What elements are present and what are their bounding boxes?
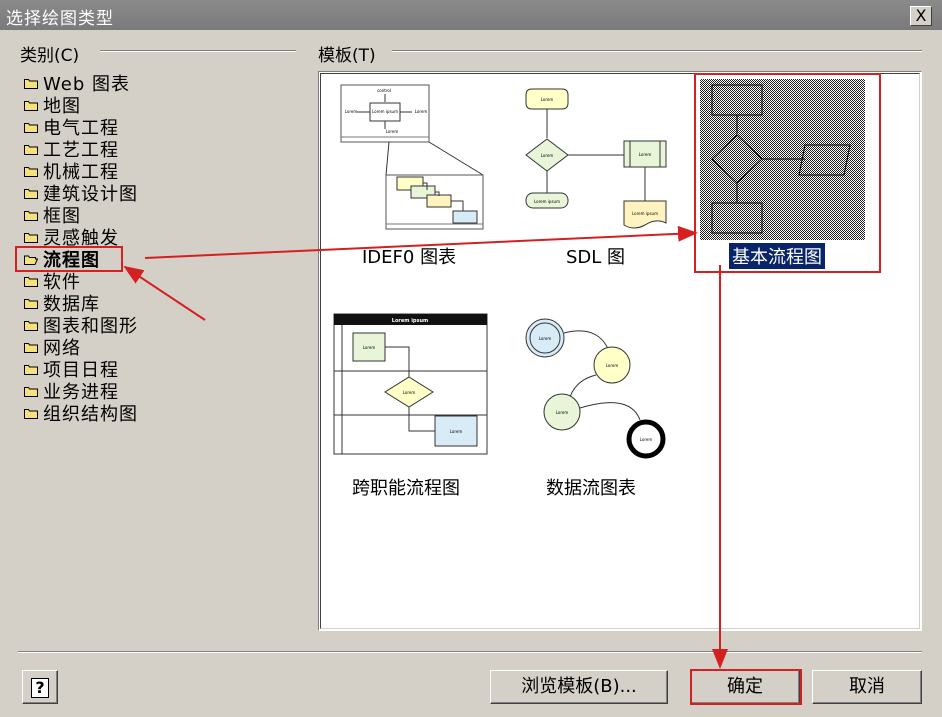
folder-icon [24,386,38,397]
cf-box2-text: Lorem [450,429,463,434]
idef-output-text: Lorem [415,109,428,114]
cancel-button[interactable]: 取消 [812,670,922,704]
annotation-box-basic-flowchart [694,73,881,273]
category-item-label: 数据库 [43,294,100,315]
folder-icon [24,144,38,155]
category-item[interactable]: 工艺工程 [24,138,138,161]
folder-open-icon [24,255,38,265]
folder-icon [24,210,38,221]
template-cross-functional[interactable]: Lorem ipsum Lorem Lorem Lorem [333,313,493,462]
bottom-separator [18,651,922,653]
folder-icon [24,122,38,133]
cf-title-text: Lorem ipsum [392,318,428,324]
annotation-box-flowchart-category [15,246,123,272]
category-item-label: 软件 [43,272,81,293]
idef-input-text: Lorem [345,109,358,114]
category-separator [100,50,296,52]
template-idef0-label: IDEF0 图表 [362,247,457,268]
title-bar: 选择绘图类型 X [0,0,942,30]
category-item-label: 框图 [43,206,81,227]
data-flow-thumbnail: Lorem Lorem Lorem Lorem [525,318,666,459]
df-c4-text: Lorem [640,437,653,442]
template-data-flow-label: 数据流图表 [546,478,636,499]
sdl-thumbnail: Lorem Lorem Lorem Lorem ipsum Lorem ipsu… [525,88,667,229]
category-item-label: Web 图表 [43,74,130,95]
template-separator [392,50,922,52]
folder-icon [24,276,38,287]
template-idef0[interactable]: control Lorem ipsum Lorem Lorem Lorem [337,83,487,237]
df-c1-text: Lorem [539,336,552,341]
folder-icon [24,232,38,243]
category-item[interactable]: 机械工程 [24,160,138,183]
category-tree: Web 图表地图电气工程工艺工程机械工程建筑设计图框图灵感触发流程图软件数据库图… [24,72,138,425]
category-item-label: 电气工程 [43,118,119,139]
basic-flowchart-thumbnail-selected [700,79,865,240]
folder-icon [24,342,38,353]
folder-icon [24,166,38,177]
category-item-label: 图表和图形 [43,316,138,337]
folder-icon [24,100,38,111]
browse-templates-button[interactable]: 浏览模板(B)... [490,670,668,704]
help-icon: ? [31,677,49,698]
idef-mech-text: Lorem [386,129,399,134]
category-item-label: 流程图 [43,250,100,271]
template-basic-flowchart-label: 基本流程图 [728,242,826,270]
cf-decision-text: Lorem [403,390,416,395]
folder-icon [24,364,38,375]
sdl-doc-text: Lorem ipsum [632,211,658,216]
category-item-label: 建筑设计图 [43,184,138,205]
sdl-box-text: Lorem [639,152,652,157]
category-item[interactable]: 数据库 [24,292,138,315]
window-title: 选择绘图类型 [6,9,114,29]
template-data-flow[interactable]: Lorem Lorem Lorem Lorem [522,313,682,467]
cross-functional-thumbnail: Lorem ipsum Lorem Lorem Lorem [333,313,488,455]
template-cross-functional-label: 跨职能流程图 [352,478,460,499]
df-c2-text: Lorem [606,363,619,368]
category-item[interactable]: 流程图 [24,248,138,271]
folder-icon [24,408,38,419]
category-item[interactable]: 组织结构图 [24,402,138,425]
category-item[interactable]: 灵感触发 [24,226,138,249]
close-button[interactable]: X [910,6,932,26]
category-item-label: 工艺工程 [43,140,119,161]
category-item-label: 项目日程 [43,360,119,381]
category-item-label: 业务进程 [43,382,119,403]
category-item[interactable]: 图表和图形 [24,314,138,337]
folder-icon [24,78,38,89]
idef-box-text: Lorem ipsum [372,109,398,114]
sdl-start-text: Lorem [541,97,554,102]
category-item[interactable]: 电气工程 [24,116,138,139]
category-item-label: 组织结构图 [43,404,138,425]
annotation-box-ok [690,669,802,705]
category-item[interactable]: 网络 [24,336,138,359]
folder-icon [24,298,38,309]
folder-icon [24,320,38,331]
category-label: 类别(C) [20,46,80,66]
template-sdl[interactable]: Lorem Lorem Lorem Lorem ipsum Lorem ipsu… [520,83,680,237]
category-item[interactable]: 软件 [24,270,138,293]
category-item[interactable]: 地图 [24,94,138,117]
category-item-label: 灵感触发 [43,228,119,249]
category-item-label: 地图 [43,96,81,117]
sdl-decision-text: Lorem [541,153,554,158]
df-c3-text: Lorem [556,410,569,415]
category-item[interactable]: 框图 [24,204,138,227]
cf-box1-text: Lorem [363,345,376,350]
category-item[interactable]: 项目日程 [24,358,138,381]
category-item[interactable]: 建筑设计图 [24,182,138,205]
idef0-thumbnail: control Lorem ipsum Lorem Lorem Lorem [340,84,484,230]
sdl-end-text: Lorem ipsum [534,199,560,204]
help-button[interactable]: ? [22,670,58,704]
folder-icon [24,188,38,199]
idef-control-text: control [377,88,391,93]
category-item[interactable]: 业务进程 [24,380,138,403]
template-label: 模板(T) [318,46,376,66]
template-sdl-label: SDL 图 [566,247,626,268]
category-item-label: 机械工程 [43,162,119,183]
category-item-label: 网络 [43,338,81,359]
category-item[interactable]: Web 图表 [24,72,138,95]
